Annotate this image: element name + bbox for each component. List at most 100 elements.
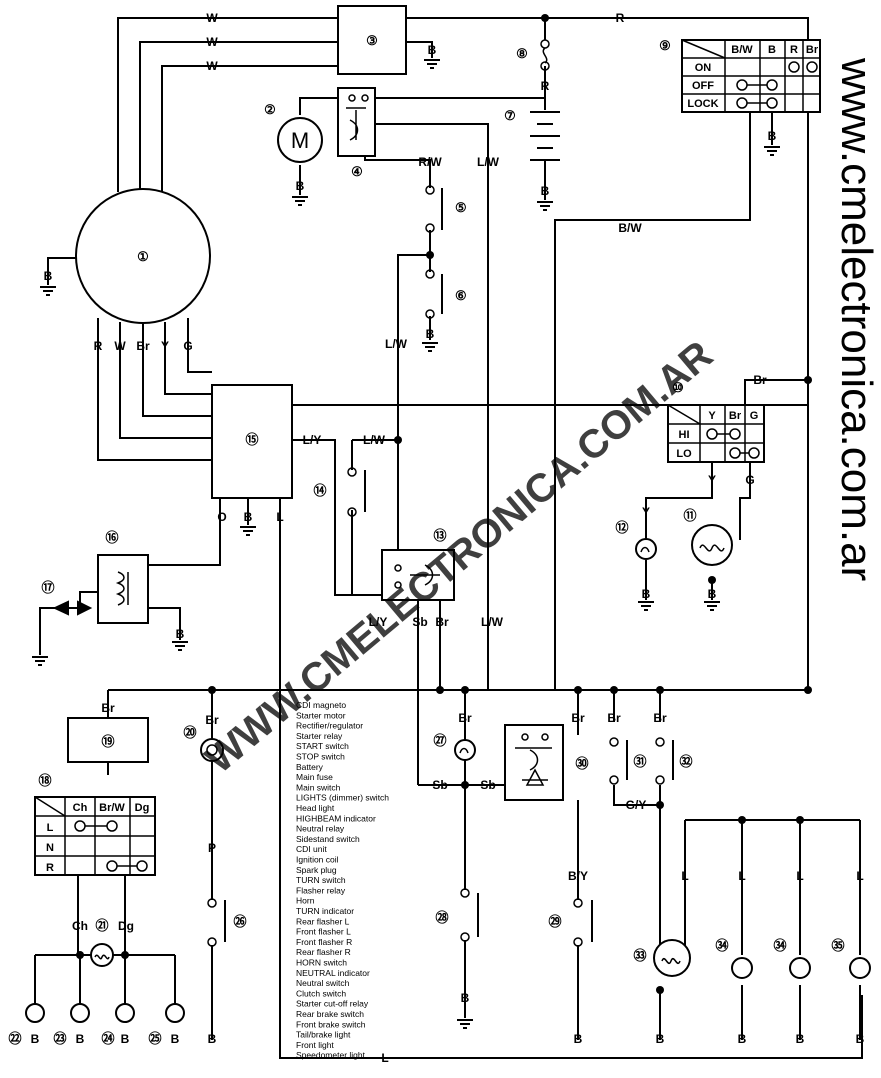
svg-text:B/W: B/W: [731, 44, 753, 56]
svg-text:Br: Br: [753, 373, 767, 387]
svg-text:Br: Br: [458, 711, 472, 725]
svg-text:Sb: Sb: [480, 778, 495, 792]
svg-text:OFF: OFF: [692, 80, 714, 92]
svg-text:㉞: ㉞: [715, 938, 728, 953]
svg-text:Dg: Dg: [118, 919, 134, 933]
battery: ⑦: [504, 108, 560, 161]
svg-text:B: B: [171, 1032, 180, 1046]
svg-text:㉖: ㉖: [233, 914, 246, 929]
svg-text:⑬: ⑬: [433, 528, 446, 543]
legend-item: Rear brake switch: [296, 1009, 364, 1019]
svg-text:B: B: [426, 327, 435, 341]
svg-text:W: W: [206, 59, 218, 73]
highbeam-indicator: ⑫: [615, 520, 657, 560]
svg-text:Ch: Ch: [72, 919, 88, 933]
legend-item: Ignition coil: [296, 855, 339, 865]
svg-text:ON: ON: [695, 62, 712, 74]
svg-text:㉟: ㉟: [831, 938, 844, 953]
svg-text:Br: Br: [136, 339, 150, 353]
legend-item: Rear flasher R: [296, 947, 351, 957]
starter-motor: M ②: [264, 102, 323, 163]
svg-text:R: R: [790, 44, 798, 56]
legend-item: Starter motor: [296, 710, 346, 720]
svg-text:⑭: ⑭: [313, 483, 326, 498]
svg-text:M: M: [291, 128, 309, 153]
legend-item: Front brake switch: [296, 1019, 366, 1029]
flasher-relay: ⑲: [67, 717, 149, 763]
svg-text:B: B: [738, 1032, 747, 1046]
lights-dimmer-switch: Y Br G HI LO ⑩: [667, 380, 765, 463]
legend-item: Starter cut-off relay: [296, 999, 369, 1009]
horn: ⑳: [183, 725, 224, 762]
svg-text:B: B: [642, 587, 651, 601]
neutral-indicator: ㉗: [433, 733, 476, 761]
svg-text:㉗: ㉗: [433, 733, 446, 748]
legend-item: Front flasher R: [296, 937, 352, 947]
svg-text:B: B: [856, 1032, 865, 1046]
svg-text:W: W: [206, 35, 218, 49]
legend-item: Flasher relay: [296, 885, 346, 895]
svg-text:Ch: Ch: [73, 802, 88, 814]
legend-item: Battery: [296, 762, 324, 772]
wires: [34, 17, 863, 1059]
svg-text:R: R: [94, 339, 103, 353]
svg-text:㉜: ㉜: [679, 754, 692, 769]
svg-text:Y: Y: [708, 410, 716, 422]
svg-text:B: B: [121, 1032, 130, 1046]
svg-text:⑲: ⑲: [101, 734, 114, 749]
svg-text:L/W: L/W: [481, 615, 504, 629]
turn-switch: Ch Br/W Dg L N R ⑱: [34, 773, 156, 876]
svg-text:LO: LO: [676, 448, 692, 460]
svg-text:B: B: [574, 1032, 583, 1046]
legend-item: LIGHTS (dimmer) switch: [296, 793, 389, 803]
stop-switch: ⑥: [425, 269, 467, 319]
head-light: ⑪: [683, 508, 733, 566]
cdi-magneto: ①: [75, 188, 211, 324]
legend-item: Rear flasher L: [296, 916, 350, 926]
svg-text:㉘: ㉘: [435, 910, 448, 925]
svg-text:G: G: [750, 410, 759, 422]
svg-text:HI: HI: [679, 429, 690, 441]
sidestand-switch: ⑭: [313, 467, 366, 517]
svg-text:Br: Br: [653, 711, 667, 725]
svg-text:B: B: [656, 1032, 665, 1046]
svg-text:L: L: [738, 869, 745, 883]
svg-text:⑪: ⑪: [683, 508, 696, 523]
svg-text:④: ④: [351, 164, 363, 179]
svg-text:B: B: [76, 1032, 85, 1046]
svg-text:㉝: ㉝: [633, 948, 646, 963]
svg-text:R/W: R/W: [418, 155, 442, 169]
svg-text:L/Y: L/Y: [369, 615, 388, 629]
legend-item: Horn: [296, 896, 315, 906]
main-switch: B/W B R Br ON OFF LOCK ⑨: [659, 38, 821, 113]
starter-relay: ④: [337, 87, 376, 179]
svg-text:Br/W: Br/W: [99, 802, 125, 814]
svg-text:⑩: ⑩: [672, 380, 684, 395]
svg-text:G: G: [183, 339, 192, 353]
watermark-side: www.cmelectronica.com.ar: [832, 57, 881, 581]
svg-text:B/W: B/W: [618, 221, 642, 235]
svg-text:L/Y: L/Y: [303, 433, 322, 447]
svg-text:LOCK: LOCK: [687, 98, 718, 110]
svg-text:⑱: ⑱: [38, 773, 51, 788]
svg-text:㉞: ㉞: [773, 938, 786, 953]
svg-text:P: P: [208, 841, 216, 855]
svg-text:⑳: ⑳: [183, 725, 196, 740]
svg-text:B: B: [768, 44, 776, 56]
svg-text:G/Y: G/Y: [626, 798, 647, 812]
svg-text:㉓: ㉓: [53, 1031, 66, 1046]
svg-text:Y: Y: [708, 473, 716, 487]
svg-text:㉑: ㉑: [95, 918, 108, 933]
svg-text:B/Y: B/Y: [568, 869, 588, 883]
svg-text:⑦: ⑦: [504, 108, 516, 123]
svg-text:B: B: [541, 184, 550, 198]
svg-text:㉒: ㉒: [8, 1031, 21, 1046]
svg-text:Sb: Sb: [432, 778, 447, 792]
svg-text:B: B: [31, 1032, 40, 1046]
legend-item: Spark plug: [296, 865, 337, 875]
legend-item: CDI unit: [296, 844, 327, 854]
ignition-coil: ⑯: [97, 530, 149, 624]
legend-item: Head light: [296, 803, 335, 813]
svg-text:Br: Br: [607, 711, 621, 725]
svg-text:Br: Br: [101, 701, 115, 715]
